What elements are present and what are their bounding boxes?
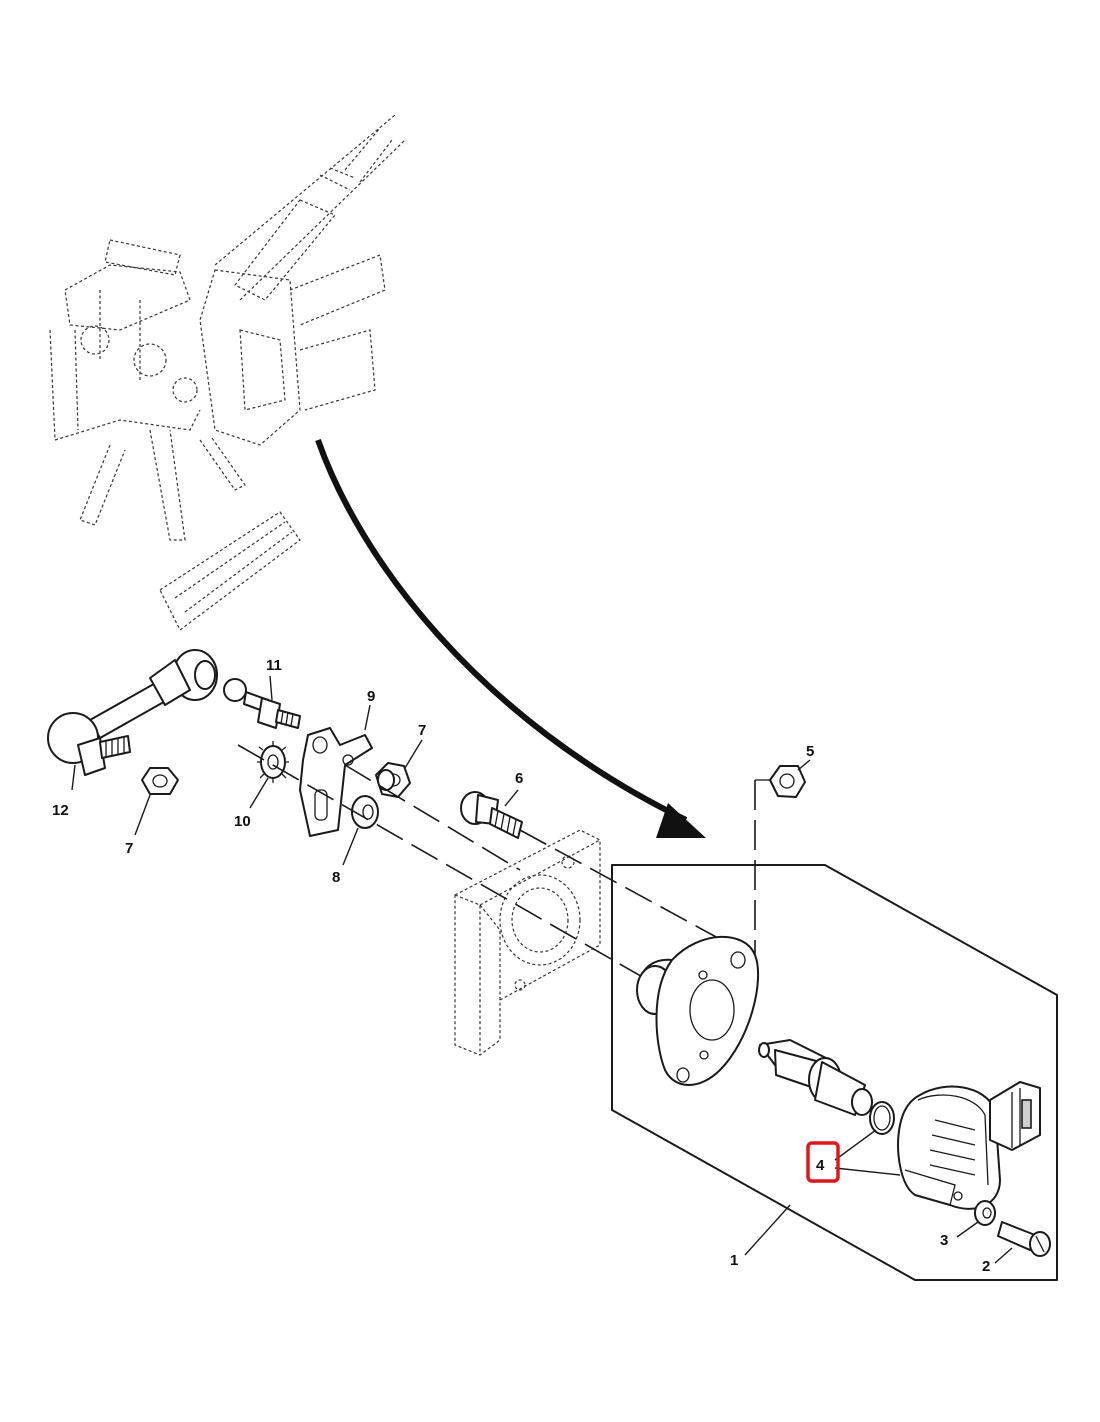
callout-1: 1	[730, 1252, 738, 1269]
assembly-centerlines	[237, 744, 770, 1011]
part-12-linkage-rod	[47, 649, 218, 776]
callout-3: 3	[940, 1232, 948, 1249]
part-1-kit-box	[611, 864, 1058, 1281]
o-ring	[869, 1101, 895, 1135]
callout-9: 9	[367, 688, 375, 705]
part-2-screw	[997, 1221, 1051, 1257]
part-3-washer	[974, 1200, 996, 1226]
part-8-washer	[351, 795, 379, 829]
callout-4: 4	[816, 1157, 825, 1174]
part-6-bolt	[460, 791, 523, 839]
part-7-nut-left	[141, 767, 179, 795]
part-11-ball-stud	[223, 678, 301, 729]
callout-12: 12	[52, 802, 69, 819]
part-10-lock-washer	[257, 741, 289, 783]
callout-leaders	[71, 675, 1013, 1264]
mounting-bracket-ghost	[454, 829, 601, 1056]
callout-10: 10	[234, 813, 251, 830]
callout-7-upper: 7	[418, 722, 426, 739]
sensor-housing-flange	[636, 935, 759, 1086]
direction-arrow	[315, 439, 706, 838]
pedal-assembly-ghost	[49, 114, 406, 631]
sensor-shaft	[758, 1039, 873, 1116]
position-sensor	[897, 1081, 1041, 1210]
callout-6: 6	[515, 770, 523, 787]
callout-7-lower: 7	[125, 840, 133, 857]
callout-5: 5	[806, 743, 814, 760]
callout-8: 8	[332, 869, 340, 886]
part-7-nut-right	[375, 762, 411, 798]
callout-11: 11	[266, 657, 282, 674]
callout-2: 2	[982, 1258, 990, 1275]
part-5-nut	[769, 765, 806, 798]
highlight-box	[806, 1141, 840, 1183]
